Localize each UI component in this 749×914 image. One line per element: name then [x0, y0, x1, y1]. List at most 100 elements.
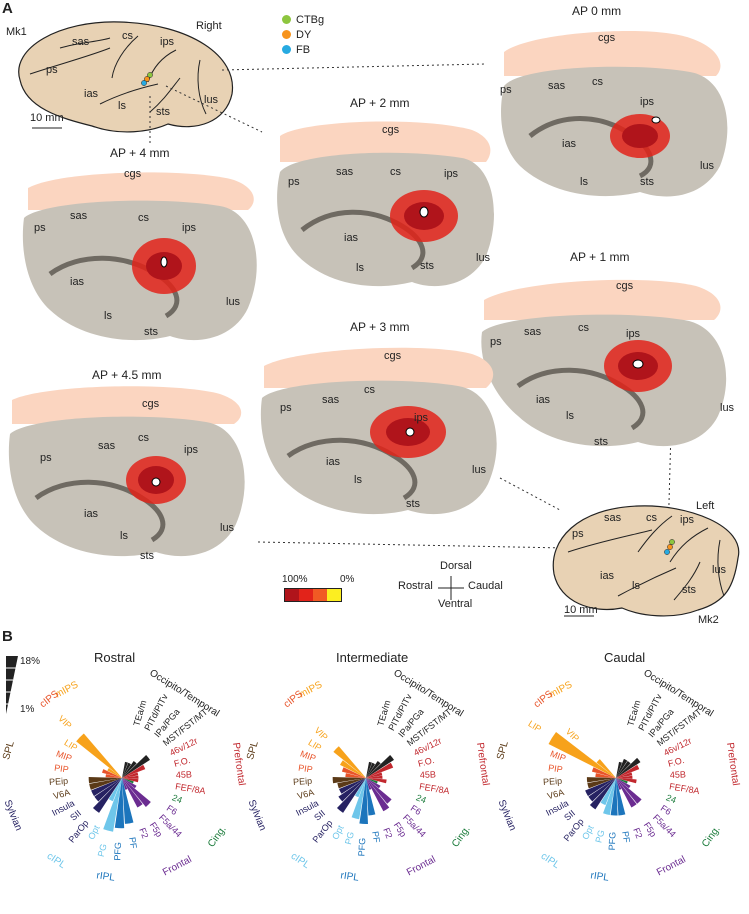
- mk2-lus-sulcus: [717, 539, 725, 597]
- section-ap45-ls-label: ls: [120, 530, 128, 542]
- group-label-caudal-cing-: Cing.: [700, 824, 723, 849]
- section-ap45-sts-label: sts: [140, 550, 155, 562]
- section-ap4: [20, 162, 270, 352]
- area-label-caudal-peip: PEip: [543, 776, 563, 787]
- orientation-cross-svg: [438, 576, 464, 600]
- mk2-scale-label: 10 mm: [564, 604, 598, 616]
- wedge-caudal-fef-8a: [616, 778, 637, 784]
- density-swatch-4: [327, 589, 341, 601]
- area-label-intermediate-peip: PEip: [293, 776, 313, 787]
- wedge-intermediate-f5p: [366, 778, 390, 812]
- section-ap0-ps-label: ps: [500, 84, 512, 96]
- section-ap0-lus-label: lus: [700, 160, 715, 172]
- mk2-ls-sulcus: [617, 567, 677, 597]
- section-ap3-svg: [260, 347, 497, 515]
- section-ap0-sas-label: sas: [548, 80, 566, 92]
- wedge-caudal-mst-fst-mt: [616, 757, 641, 778]
- mk2-cs-label: cs: [646, 512, 657, 524]
- tracer-legend-dy: DY: [282, 27, 324, 42]
- area-label-rostral-fef-8a: FEF/8A: [175, 781, 207, 796]
- section-ap3-ls-label: ls: [354, 474, 362, 486]
- section-ap4-svg: [22, 172, 257, 341]
- section-ap4-ips-label: ips: [182, 222, 197, 234]
- wedge-caudal-pfg: [610, 778, 618, 816]
- density-swatch-1: [285, 589, 299, 601]
- section-ap1-lus-label: lus: [720, 402, 735, 414]
- section-ap3-title: AP + 3 mm: [350, 320, 410, 334]
- mk2-ctbg-site: [669, 539, 675, 545]
- group-label-intermediate-ripl: rIPL: [340, 870, 360, 884]
- section-ap1-ls-label: ls: [566, 410, 574, 422]
- mk1-ps-label: ps: [46, 64, 58, 76]
- mk2-sas-label: sas: [604, 512, 622, 524]
- orientation-compass: [386, 560, 516, 616]
- group-label-intermediate-sylvian: Sylvian: [246, 798, 268, 832]
- area-label-rostral-24: 24: [171, 792, 184, 805]
- guide-line-2: [165, 85, 263, 133]
- area-label-rostral-f2: F2: [137, 826, 150, 839]
- area-label-caudal-parop: ParOp: [562, 817, 586, 844]
- wedge-caudal-lip: [548, 732, 616, 778]
- section-ap45: [6, 378, 256, 568]
- density-scale-min: 0%: [340, 574, 355, 585]
- plot-title-caudal: Caudal: [604, 650, 646, 665]
- wedge-rostral-opt: [108, 778, 122, 802]
- mk1-hemisphere-label: Right: [196, 20, 222, 32]
- mk2-hemisphere-label: Left: [696, 500, 715, 512]
- section-ap2-lus-label: lus: [476, 252, 491, 264]
- mk1-dy-site: [144, 76, 150, 82]
- section-ap0-ips-label: ips: [640, 96, 655, 108]
- area-label-rostral-pfg: PFG: [112, 842, 123, 861]
- group-label-rostral-cing-: Cing.: [206, 824, 229, 849]
- wedge-intermediate-46v-12r: [366, 762, 394, 778]
- ctbg-dot-icon: [282, 15, 291, 24]
- section-ap1-medial-wall: [484, 279, 721, 320]
- mk1-ls-sulcus: [99, 83, 159, 105]
- section-ap2-svg: [277, 121, 494, 287]
- area-label-rostral-pg: PG: [96, 843, 109, 858]
- mk2-lus-label: lus: [712, 564, 727, 576]
- wedge-scale-svg: [6, 656, 18, 714]
- wedge-scale-min: 1%: [20, 704, 35, 715]
- section-ap3-cgs-label: cgs: [384, 350, 402, 362]
- mk1-ctbg-site: [147, 72, 153, 78]
- polar-plot-intermediate: TEa/mPITd/PITvIPa/PGaMST/FST/MT46v/12rF.…: [245, 670, 491, 884]
- mk1-ips-label: ips: [160, 36, 175, 48]
- polar-plot-rostral: TEa/mPITd/PITvIPa/PGaMST/FST/MT46v/12rF.…: [1, 670, 247, 884]
- density-scale-bar: [284, 588, 342, 602]
- wedge-rostral-pfg: [114, 778, 125, 829]
- wedge-rostral-24: [122, 778, 134, 784]
- wedge-intermediate-f5a-44: [366, 778, 392, 804]
- section-ap0-cgs-label: cgs: [598, 32, 616, 44]
- section-ap4-ls-label: ls: [104, 310, 112, 322]
- density-swatch-2: [299, 589, 313, 601]
- mk2-ls-label: ls: [632, 580, 640, 592]
- mk1-sas-label: sas: [72, 36, 90, 48]
- wedge-caudal-tea-m: [616, 761, 622, 778]
- mk1-brain-diagram: [0, 8, 260, 138]
- area-label-caudal-f2: F2: [631, 826, 644, 839]
- area-label-intermediate-f-o-: F.O.: [417, 755, 435, 769]
- section-ap2-ls-label: ls: [356, 262, 364, 274]
- section-ap0: [490, 16, 740, 206]
- mk1-cs-label: cs: [122, 30, 133, 42]
- area-label-caudal-24: 24: [665, 792, 678, 805]
- area-label-rostral-f6: F6: [165, 803, 179, 817]
- section-ap2-ps-label: ps: [288, 176, 300, 188]
- section-ap4-sas-label: sas: [70, 210, 88, 222]
- area-label-intermediate-pg: PG: [343, 830, 356, 845]
- section-ap1-sts-label: sts: [594, 436, 609, 448]
- polar-plot-caudal: TEa/mPITd/PITvIPa/PGaMST/FST/MT46v/12rF.…: [495, 670, 741, 884]
- wedge-intermediate-f6: [366, 778, 381, 789]
- group-label-caudal-ripl: rIPL: [590, 870, 610, 884]
- section-ap1-injection-site: [632, 359, 644, 369]
- tracer-legend-fb: FB: [282, 42, 324, 57]
- mk1-lus-sulcus: [197, 59, 207, 115]
- area-label-rostral-f-o-: F.O.: [173, 755, 191, 769]
- polar-plots: TEa/mPITd/PITvIPa/PGaMST/FST/MT46v/12rF.…: [1, 670, 741, 884]
- mk1-ias-label: ias: [84, 88, 99, 100]
- area-label-intermediate-pip: PIP: [298, 763, 314, 775]
- wedge-caudal-vip: [596, 759, 616, 778]
- mk2-ips-sulcus: [669, 527, 709, 563]
- section-ap0-cs-label: cs: [592, 76, 603, 88]
